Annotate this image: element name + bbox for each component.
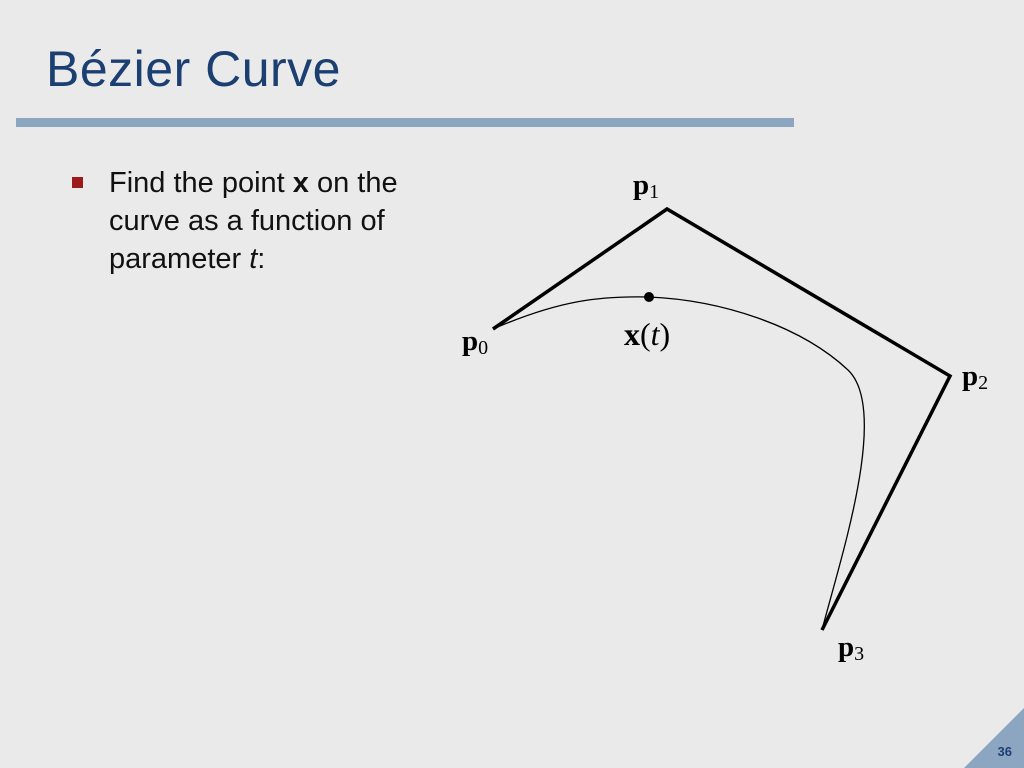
bullet-text-part-3: : — [257, 243, 266, 275]
bullet-text-part-2: on the curve as a function of parameter — [109, 167, 398, 275]
label-p3-main: p — [838, 631, 854, 663]
square-bullet-icon — [72, 177, 83, 188]
label-p0-sub: 0 — [478, 337, 488, 359]
label-p2: p2 — [962, 360, 988, 394]
label-p1-sub: 1 — [649, 181, 659, 203]
label-p0: p0 — [462, 325, 488, 359]
bezier-curve — [492, 296, 865, 631]
corner-decoration — [964, 708, 1024, 768]
label-p1: p1 — [633, 169, 659, 203]
page-number: 36 — [997, 744, 1012, 759]
bullet-text-part-1: Find the point — [109, 167, 293, 199]
label-p3-sub: 3 — [854, 643, 864, 665]
bullet-text: Find the point x on the curve as a funct… — [109, 164, 469, 278]
curve-point-marker — [644, 292, 654, 302]
label-p2-sub: 2 — [978, 372, 988, 394]
label-x-of-t: x(t) — [624, 316, 670, 352]
slide-title: Bézier Curve — [46, 41, 341, 97]
bullet-italic-t: t — [249, 243, 258, 275]
label-p3: p3 — [838, 631, 864, 665]
bullet-bold-x: x — [292, 167, 309, 199]
control-polygon — [492, 206, 953, 631]
label-p1-main: p — [633, 169, 649, 201]
label-x-close: ) — [660, 316, 671, 352]
label-x-param: t — [651, 316, 661, 352]
label-x-open: ( — [640, 316, 651, 352]
label-p0-main: p — [462, 325, 478, 357]
label-p2-main: p — [962, 360, 978, 392]
title-divider — [16, 118, 794, 127]
label-x-main: x — [624, 316, 640, 352]
